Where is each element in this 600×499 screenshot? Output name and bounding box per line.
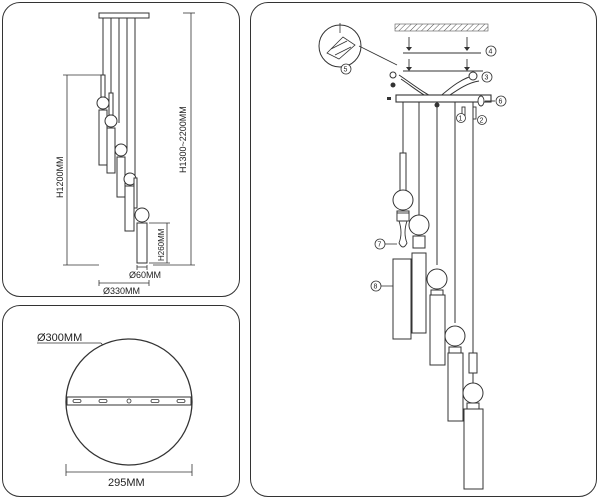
total-height-label: H1300~2200MM [178, 106, 188, 173]
assembly-pendant-1 [392, 152, 414, 221]
plate-width-dim [65, 464, 193, 476]
assembly-pendant-4 [444, 325, 466, 422]
drop-height-dim [63, 74, 101, 266]
callout-1: 1 [456, 113, 466, 123]
callout-2: 2 [477, 115, 487, 125]
spread-diameter-label: Ø330MM [103, 286, 140, 296]
callout-3: 3 [481, 71, 493, 83]
callout-6: 6 [495, 95, 507, 107]
canopy-plate [395, 94, 492, 103]
loose-shade [392, 258, 412, 340]
pendant-1 [96, 74, 110, 166]
ceiling-surface [394, 23, 489, 32]
pendant-2 [104, 92, 118, 174]
svg-text:8: 8 [374, 284, 378, 291]
shade-height-dim [149, 222, 170, 264]
svg-text:6: 6 [499, 99, 503, 106]
shade-height-label: H260MM [157, 228, 166, 261]
plate-diameter-label: Ø300MM [37, 332, 82, 344]
callout-7: 7 [374, 238, 397, 250]
shade-diameter-dim [136, 265, 148, 270]
dimensions-drawing: H1300~2200MM H1200MM H260MM Ø60MM Ø3 [55, 12, 195, 296]
drop-height-label: H1200MM [55, 156, 65, 198]
bulb-detail [396, 212, 410, 248]
bracket-slots [72, 398, 186, 404]
shade-diameter-label: Ø60MM [129, 270, 161, 280]
assembly-panel: 1 2 3 4 5 6 7 8 [250, 2, 597, 497]
cords [102, 18, 136, 178]
callout-8: 8 [370, 280, 393, 292]
dimensions-panel: H1300~2200MM H1200MM H260MM Ø60MM Ø3 [2, 2, 240, 297]
callout-5: 5 [340, 63, 352, 75]
svg-text:3: 3 [485, 75, 489, 82]
assembly-pendant-2 [408, 214, 430, 334]
assembly-drawing: 1 2 3 4 5 6 7 8 [318, 23, 507, 490]
assembly-pendant-3 [426, 268, 448, 366]
svg-text:7: 7 [378, 242, 382, 249]
assembly-pendant-5 [462, 352, 484, 490]
wiring [389, 71, 480, 102]
plate-panel: Ø300MM 295MM [2, 305, 240, 497]
svg-text:4: 4 [489, 49, 493, 56]
svg-text:2: 2 [480, 118, 484, 125]
plate-drawing: Ø300MM 295MM [37, 332, 193, 489]
svg-text:1: 1 [459, 116, 463, 123]
canopy [98, 12, 150, 19]
spread-diameter-dim [98, 280, 150, 286]
pendant-5 [133, 177, 150, 264]
plate-width-label: 295MM [108, 477, 145, 489]
mounting-bracket [66, 396, 192, 406]
svg-text:5: 5 [344, 67, 348, 74]
assembly-cords [402, 102, 474, 383]
callout-4: 4 [485, 45, 497, 57]
ceiling-screws [403, 37, 483, 72]
total-height-dim [153, 12, 195, 266]
